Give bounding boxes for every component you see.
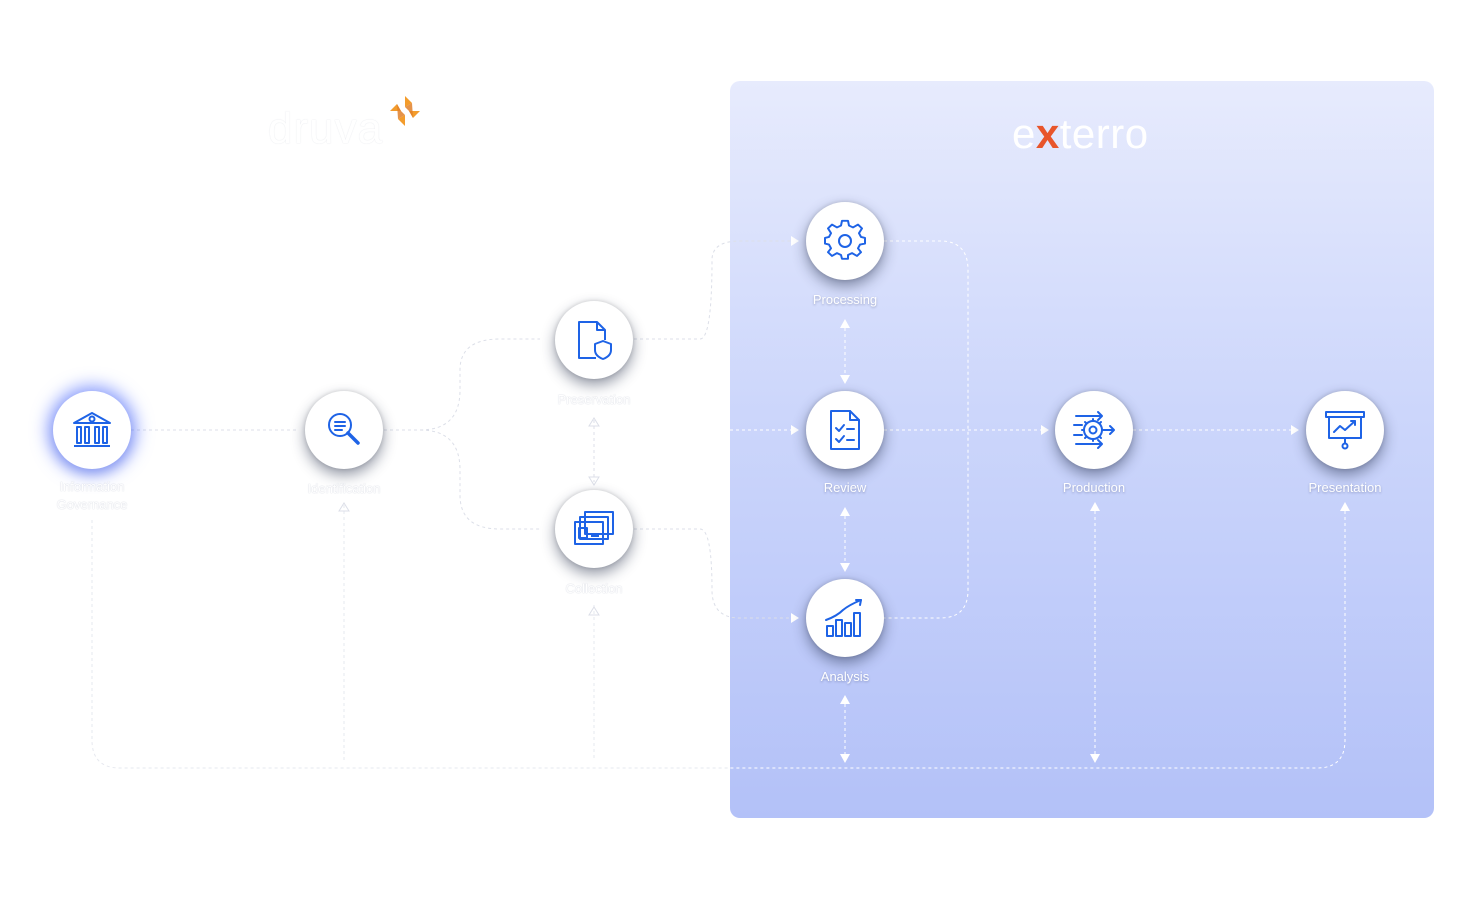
exterro-logo-suffix: terro (1059, 110, 1149, 157)
druva-logo-mark-icon (390, 96, 420, 126)
node-preservation[interactable] (555, 301, 633, 379)
bar-chart-icon (825, 599, 862, 637)
label-line: Preservation (557, 392, 631, 407)
node-label-collection: Collection (514, 580, 674, 598)
node-collection[interactable] (555, 490, 633, 568)
node-review[interactable] (806, 391, 884, 469)
node-information-governance[interactable] (53, 391, 131, 469)
stacked-cards-icon (574, 511, 614, 545)
node-identification[interactable] (305, 391, 383, 469)
node-label-processing: Processing (765, 291, 925, 309)
label-line: Processing (812, 292, 878, 307)
node-label-analysis: Analysis (765, 668, 925, 686)
label-line: Presentation (1308, 480, 1382, 495)
node-label-review: Review (765, 479, 925, 497)
node-label-production: Production (1014, 479, 1174, 497)
exterro-logo: exterro (1012, 110, 1149, 158)
label-line: Governance (56, 497, 128, 512)
node-processing[interactable] (806, 202, 884, 280)
node-label-presentation: Presentation (1265, 479, 1425, 497)
node-analysis[interactable] (806, 579, 884, 657)
label-line: Production (1062, 480, 1126, 495)
label-line: Information (59, 479, 125, 494)
search-document-icon (328, 413, 360, 445)
presentation-board-icon (1325, 411, 1365, 450)
bank-icon (73, 412, 111, 447)
file-shield-icon (578, 321, 612, 360)
node-presentation[interactable] (1306, 391, 1384, 469)
checklist-icon (830, 410, 860, 450)
gear-icon (824, 219, 866, 260)
node-label-identification: Identification (264, 480, 424, 498)
exterro-logo-prefix: e (1012, 110, 1036, 157)
exterro-logo-accent: x (1035, 110, 1060, 157)
druva-logo: druva (268, 104, 384, 153)
label-line: Collection (565, 581, 623, 596)
node-label-information-governance: Information Governance (12, 478, 172, 514)
label-line: Identification (307, 481, 381, 496)
label-line: Review (823, 480, 867, 495)
node-label-preservation: Preservation (514, 391, 674, 409)
label-line: Analysis (820, 669, 870, 684)
gear-arrows-icon (1073, 411, 1115, 449)
node-production[interactable] (1055, 391, 1133, 469)
